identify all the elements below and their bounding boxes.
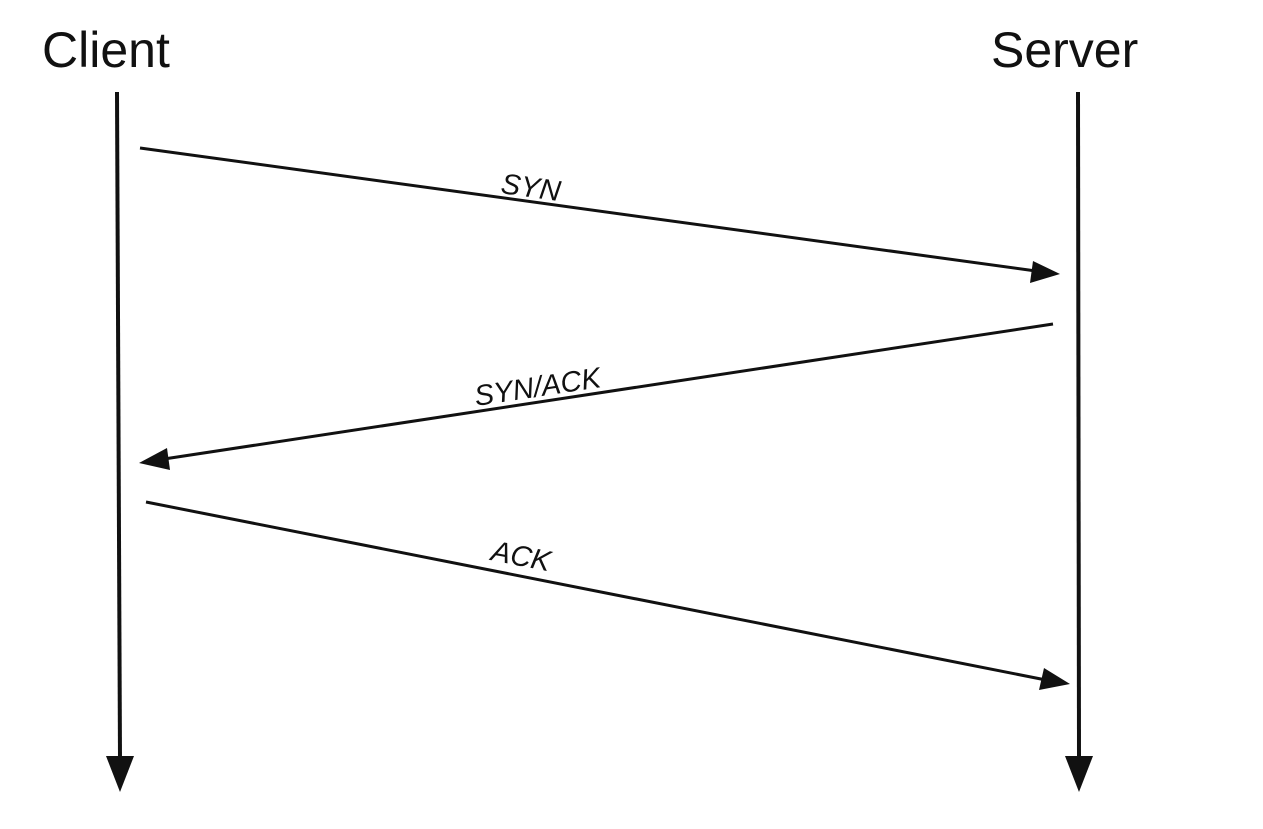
client-label: Client	[42, 22, 170, 78]
syn-label: SYN	[499, 168, 562, 208]
server-lifeline-arrowhead	[1065, 756, 1093, 792]
message-syn: SYN	[139, 146, 1060, 283]
message-ack: ACK	[145, 500, 1070, 690]
server-lifeline	[1065, 91, 1093, 792]
syn-ack-label: SYN/ACK	[472, 362, 604, 413]
syn-ack-arrowhead	[139, 448, 170, 470]
ack-arrowhead	[1039, 668, 1070, 690]
message-syn-ack: SYN/ACK	[139, 322, 1054, 470]
client-lifeline	[106, 91, 134, 792]
server-label: Server	[991, 22, 1138, 78]
client-lifeline-arrowhead	[106, 756, 134, 792]
syn-arrowhead	[1030, 261, 1060, 283]
